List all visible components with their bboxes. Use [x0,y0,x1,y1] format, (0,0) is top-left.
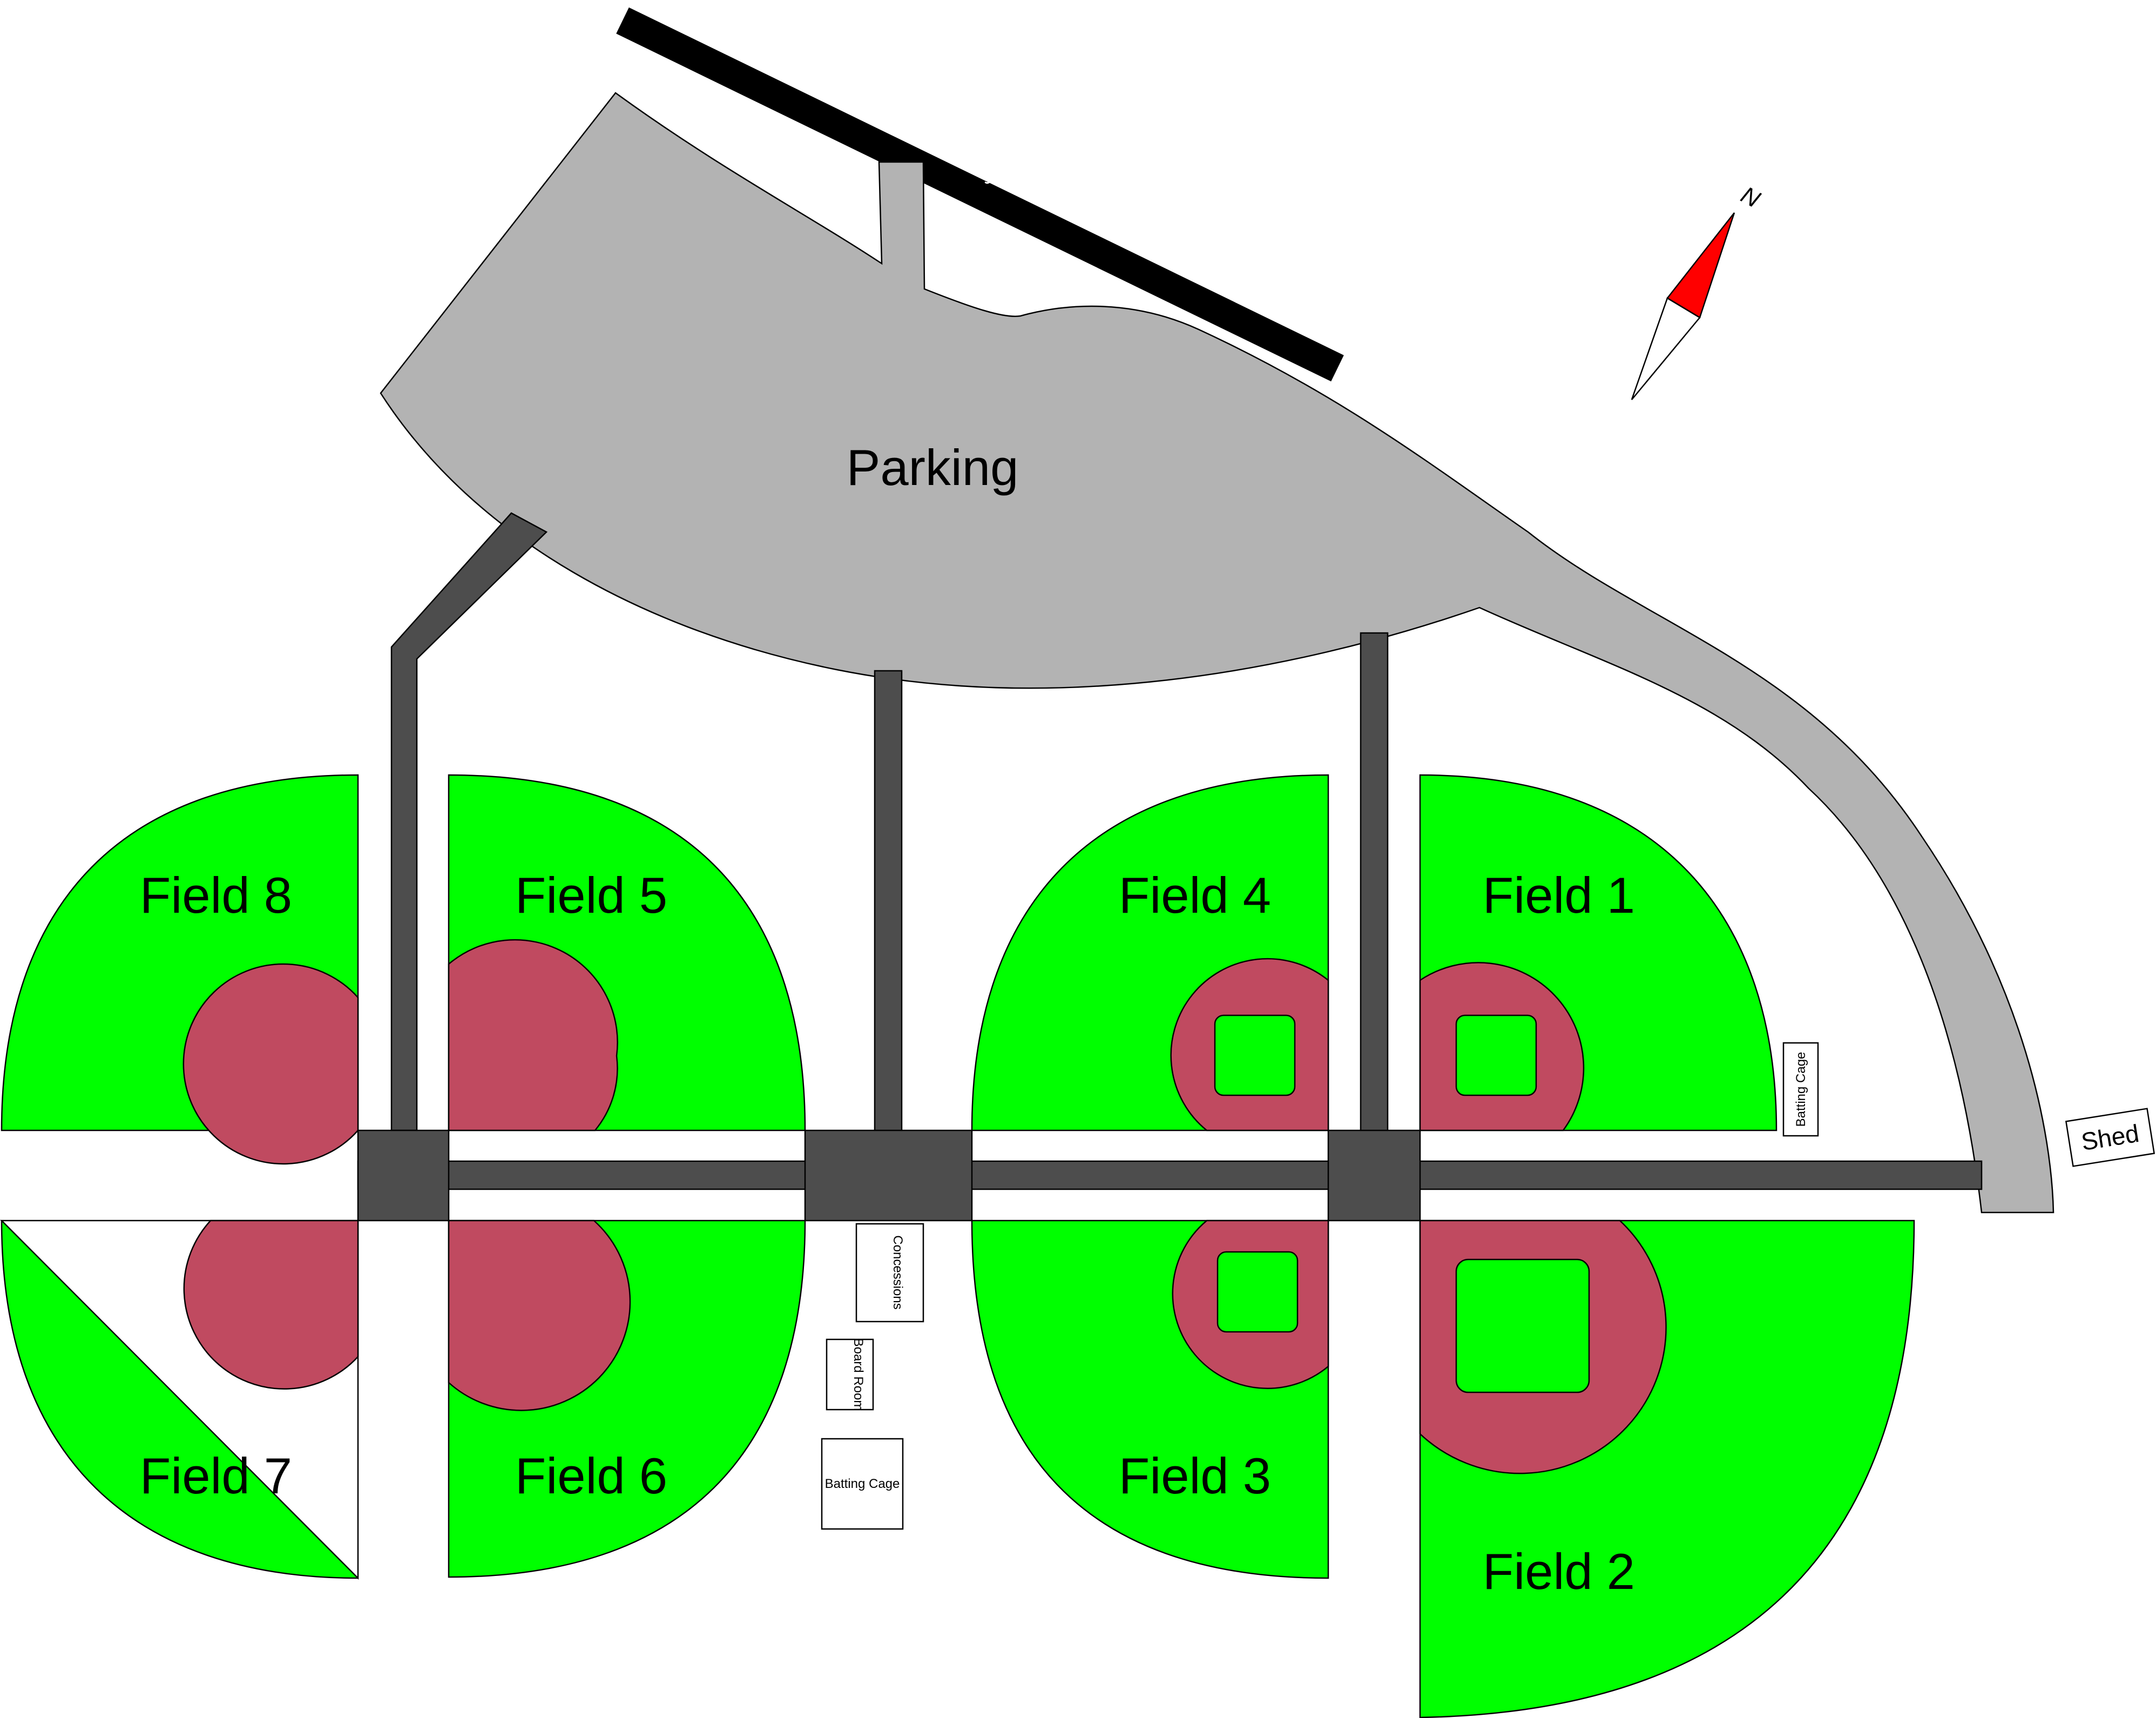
field-1-label: Field 1 [1483,867,1635,924]
walkway-main-horizontal [357,1160,1983,1190]
field-7-infield [183,1220,359,1390]
parking-lot [380,92,2054,1214]
junction-left [357,1129,450,1222]
field-6-infield [448,1220,631,1411]
board-room-label: Board Room [851,1338,866,1411]
field-1-diamond [1455,1014,1537,1096]
junction-center [804,1129,973,1222]
parking-label: Parking [847,439,1019,496]
field-3-diamond [1216,1251,1299,1333]
walkway-center-vertical [874,670,903,1133]
field-7-label: Field 7 [140,1447,292,1504]
north-arrow-icon: N [1631,181,1765,400]
field-4-diamond [1214,1014,1296,1096]
concessions-label: Concessions [890,1235,905,1309]
batting-cage-right-label: Batting Cage [1794,1052,1808,1127]
field-4-label: Field 4 [1119,867,1271,924]
concessions-building [855,1223,924,1323]
field-7-grass [0,1220,359,1580]
batting-cage-lower-building [821,1438,904,1530]
field-8-label: Field 8 [140,867,292,924]
north-arrow-red-half [1666,212,1735,319]
north-label: N [1736,181,1764,213]
field-3-label: Field 3 [1119,1447,1271,1504]
field-2-diamond [1455,1258,1590,1393]
walkways [357,512,1983,1222]
shed-building: Shed [2065,1108,2155,1167]
bellamy-lane-road [616,7,1344,382]
walkway-right-vertical [1360,632,1389,1133]
field-5-label: Field 5 [515,867,667,924]
field-8-infield [183,963,359,1165]
north-arrow-white-half [1631,297,1701,400]
batting-cage-right-building [1782,1042,1819,1137]
junction-right [1327,1129,1421,1222]
batting-cage-lower-label: Batting Cage [825,1477,900,1491]
field-2-label: Field 2 [1483,1543,1635,1600]
board-room-building [826,1338,874,1411]
field-6-label: Field 6 [515,1447,667,1504]
field-5-infield [448,939,618,1131]
